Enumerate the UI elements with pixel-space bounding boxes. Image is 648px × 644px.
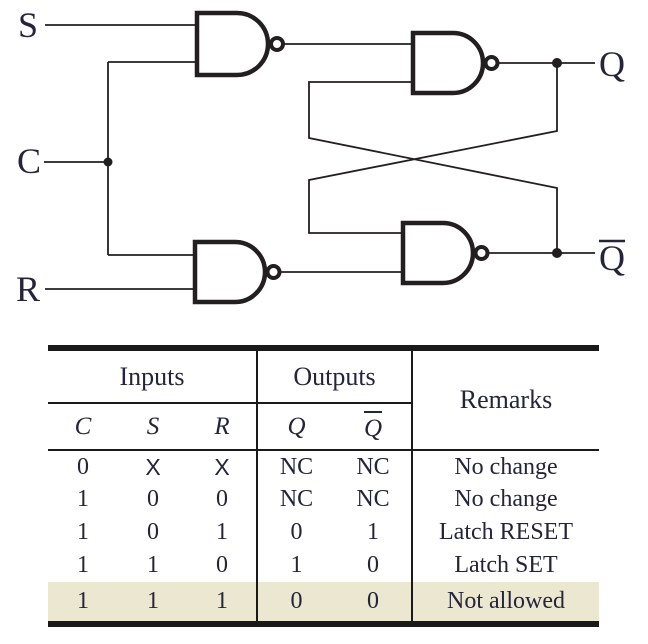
cell-q: 0 bbox=[256, 516, 335, 549]
nand-gate-top-right-bubble bbox=[483, 55, 500, 71]
cell-qbar: 1 bbox=[367, 519, 379, 545]
nand-gate-top-right bbox=[410, 30, 486, 96]
cell-q: 1 bbox=[256, 549, 335, 582]
cell-qbar: 0 bbox=[367, 552, 379, 578]
cell-c: 1 bbox=[77, 519, 89, 545]
nand-gate-bottom-left-bubble bbox=[265, 264, 282, 280]
wire-q-feedback bbox=[308, 63, 558, 234]
cell-q: NC bbox=[256, 483, 335, 516]
nand-gate-top-left-bubble bbox=[269, 36, 285, 52]
nand-gate-top-left bbox=[194, 10, 271, 78]
q-junction-dot bbox=[552, 58, 562, 68]
cell-s: 0 bbox=[147, 486, 159, 512]
cell-remarks: Latch SET bbox=[411, 549, 599, 582]
col-header-q: Q bbox=[256, 403, 335, 451]
outputs-header: Outputs bbox=[256, 351, 412, 404]
circuit-labels: S C R Q Q bbox=[16, 5, 625, 309]
input-label-r: R bbox=[16, 269, 40, 309]
table-row-not-allowed: 1 1 1 0 0 Not allowed bbox=[48, 582, 599, 621]
qbar-overline-text: Q bbox=[363, 410, 383, 441]
cell-q: NC bbox=[256, 450, 335, 483]
table-row: 1 1 0 1 0 Latch SET bbox=[48, 549, 599, 582]
cell-qbar: NC bbox=[356, 486, 390, 512]
wire-qbar-feedback bbox=[308, 81, 558, 253]
cell-q: 0 bbox=[256, 582, 335, 621]
cell-c: 0 bbox=[77, 453, 89, 480]
col-header-c: C bbox=[48, 403, 118, 451]
cell-qbar: 0 bbox=[335, 582, 412, 621]
cell-s: 1 bbox=[147, 552, 159, 578]
table-column-header-row: C S R Q Q bbox=[48, 403, 599, 451]
c-junction-dot bbox=[103, 157, 113, 167]
col-header-qbar: Q bbox=[335, 403, 412, 451]
truth-table: Inputs Outputs Remarks C S R Q Q 0 X X N bbox=[48, 351, 599, 621]
cell-r: 1 bbox=[216, 519, 228, 545]
table-row: 0 X X NC NC No change bbox=[48, 450, 599, 483]
table-section-header-row: Inputs Outputs Remarks bbox=[48, 351, 599, 451]
inputs-header: Inputs bbox=[48, 351, 257, 404]
wires bbox=[44, 24, 595, 290]
output-label-qbar: Q bbox=[599, 238, 625, 278]
qbar-junction-dot bbox=[552, 248, 562, 258]
sr-latch-circuit-diagram: S C R Q Q bbox=[16, 5, 625, 309]
table-row: 1 0 0 NC NC No change bbox=[48, 483, 599, 516]
cell-c: 1 bbox=[77, 552, 89, 578]
cell-remarks: Latch RESET bbox=[411, 516, 599, 549]
cell-r: 0 bbox=[216, 552, 228, 578]
input-label-c: C bbox=[17, 141, 41, 181]
cell-s: X bbox=[145, 453, 161, 480]
output-label-q: Q bbox=[599, 44, 625, 84]
table-row: 1 0 1 0 1 Latch RESET bbox=[48, 516, 599, 549]
cell-c: 1 bbox=[48, 582, 118, 621]
nand-gate-bottom-right-bubble bbox=[473, 245, 490, 261]
cell-r: X bbox=[214, 453, 230, 480]
cell-s: 1 bbox=[118, 582, 188, 621]
col-header-s: S bbox=[118, 403, 188, 451]
junction-dots bbox=[103, 58, 562, 258]
cell-c: 1 bbox=[77, 486, 89, 512]
nand-gates bbox=[192, 10, 500, 305]
nand-gate-bottom-right bbox=[400, 220, 476, 286]
input-label-s: S bbox=[18, 5, 38, 45]
col-header-r: R bbox=[188, 403, 257, 451]
nand-gate-bottom-left bbox=[192, 239, 268, 305]
cell-remarks: No change bbox=[411, 450, 599, 483]
remarks-header: Remarks bbox=[411, 351, 599, 451]
cell-qbar: NC bbox=[356, 453, 390, 480]
cell-remarks: No change bbox=[411, 483, 599, 516]
cell-r: 0 bbox=[216, 486, 228, 512]
cell-s: 0 bbox=[147, 519, 159, 545]
cell-r: 1 bbox=[188, 582, 257, 621]
truth-table-container: Inputs Outputs Remarks C S R Q Q 0 X X N bbox=[48, 345, 599, 627]
cell-remarks: Not allowed bbox=[411, 582, 599, 621]
